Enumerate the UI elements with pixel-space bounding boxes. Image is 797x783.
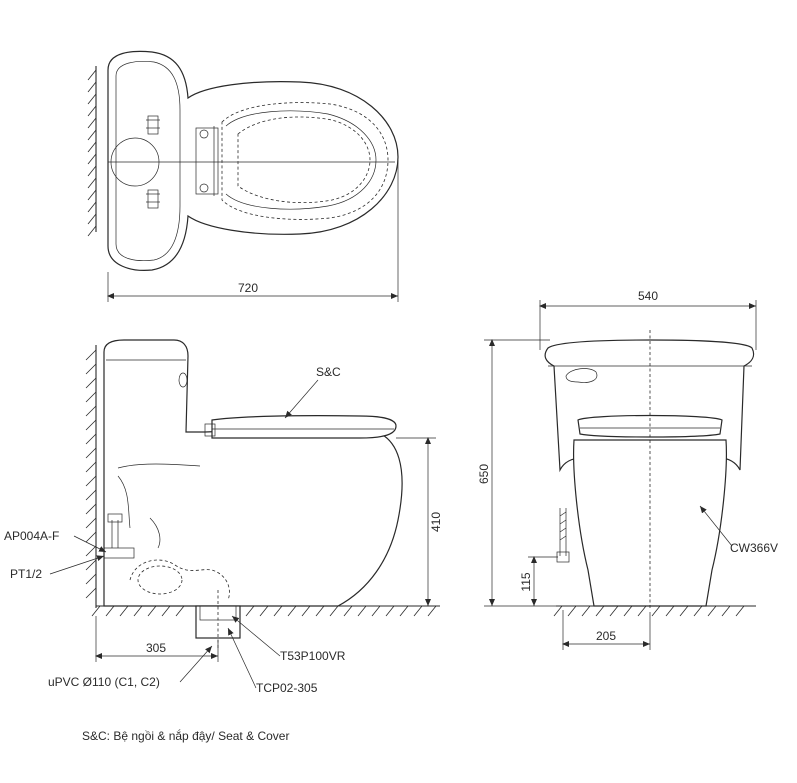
legend-note: S&C: Bệ ngồi & nắp đậy/ Seat & Cover: [82, 728, 289, 743]
top-wall-hatching: [87, 69, 97, 237]
side-toilet-outline: [103, 339, 403, 607]
side-wall-hatching: [85, 349, 97, 599]
side-floor-hatching: [91, 605, 437, 617]
side-angle-valve: [103, 513, 135, 559]
side-drain-outlet: [129, 559, 230, 601]
thread-leader: [49, 555, 105, 575]
front-flush-lever: [565, 368, 598, 383]
flange-leader: [231, 615, 281, 657]
adapter-leader: [227, 627, 257, 689]
angle-valve-leader: [73, 535, 107, 553]
top-seat-outline: [221, 102, 389, 220]
top-tank-bolts: [146, 115, 160, 209]
front-supply-hose: [556, 508, 570, 563]
side-seat-cover: [211, 415, 397, 439]
side-view: S&C AP004A-F PT1/2 T53P100VR TCP02-305 u…: [4, 339, 443, 695]
hose-leader: [699, 505, 733, 547]
angle-valve-label: AP004A-F: [4, 529, 59, 543]
front-view: CW366V 540 650 115 205: [477, 289, 778, 650]
side-offset-dim: 305: [146, 641, 166, 655]
top-tank-inner: [115, 61, 181, 261]
side-drain-bulb: [137, 565, 183, 595]
pipe-spec-leader: [179, 645, 213, 683]
front-tank: [544, 339, 755, 473]
top-bowl-opening: [237, 116, 371, 204]
hose-label: CW366V: [730, 541, 778, 555]
front-supply-offset-dim: 205: [596, 629, 616, 643]
side-hinge: [204, 423, 216, 437]
front-height-dim: 650: [477, 464, 491, 484]
pipe-spec-label: uPVC Ø110 (C1, C2): [48, 675, 160, 689]
seat-cover-leader: [284, 379, 319, 419]
front-floor-hatching: [553, 605, 745, 617]
top-seat-cover: [225, 110, 377, 210]
thread-label: PT1/2: [10, 567, 42, 581]
seat-cover-label: S&C: [316, 365, 341, 379]
side-flush-button: [178, 372, 188, 388]
top-seat-hinge: [195, 126, 219, 196]
side-seat-height-dim: 410: [429, 512, 443, 532]
top-toilet-outline: [107, 50, 399, 271]
front-width-dim: 540: [638, 289, 658, 303]
flange-label: T53P100VR: [280, 649, 346, 663]
top-width-dim: 720: [238, 281, 258, 295]
side-floor-pipe: [195, 605, 241, 639]
front-supply-height-dim: 115: [519, 572, 533, 591]
top-view: 720: [87, 50, 399, 302]
side-trapway: [117, 463, 201, 549]
adapter-label: TCP02-305: [256, 681, 318, 695]
